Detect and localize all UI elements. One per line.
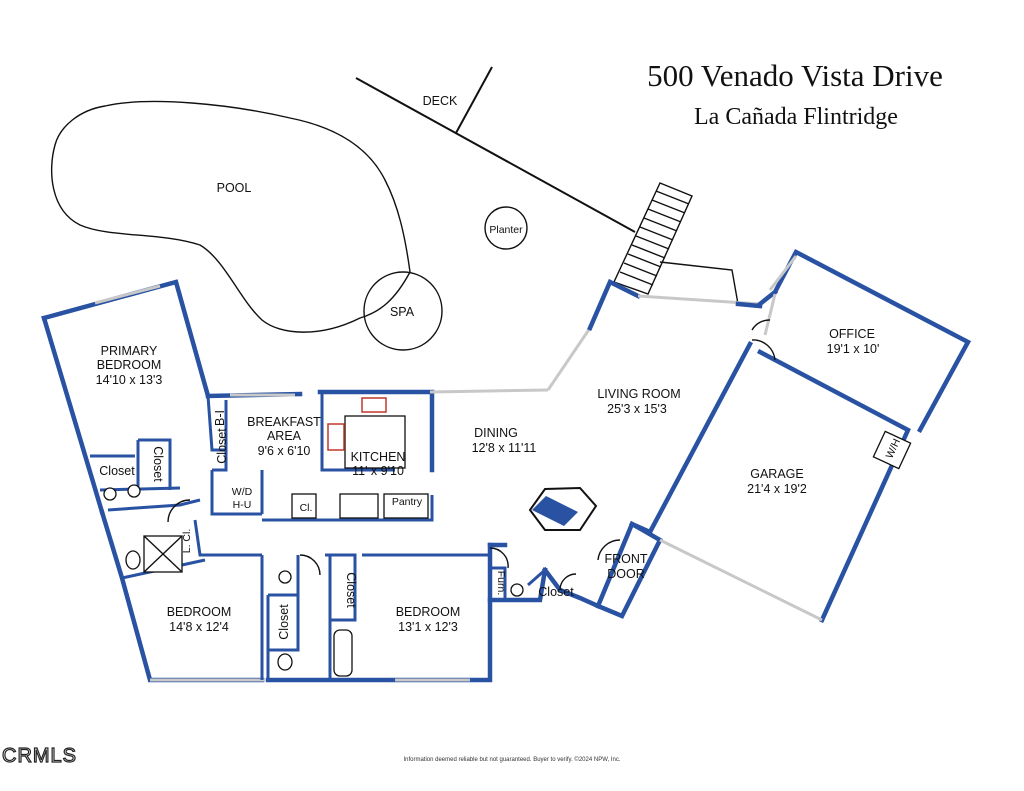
kitchen-name: KITCHEN — [351, 450, 406, 464]
bedroom-right-size: 13'1 x 12'3 — [398, 620, 458, 634]
closet-bedroom-right-label: Closet — [344, 572, 358, 608]
bi-label: B-I — [213, 410, 227, 426]
door-swings — [167, 319, 776, 591]
spa-outline — [363, 271, 443, 351]
deck-edge — [355, 77, 636, 233]
water-heater — [872, 430, 912, 470]
planter-label: Planter — [489, 224, 523, 236]
garage-name: GARAGE — [750, 467, 804, 481]
breakfast-area-name1: BREAKFAST — [247, 415, 321, 429]
disclaimer-text: Information deemed reliable but not guar… — [403, 756, 620, 763]
furn-label: Furn. — [495, 571, 507, 596]
bedroom-left-name: BEDROOM — [167, 605, 232, 619]
hu-label: H-U — [233, 499, 252, 511]
planter-outline — [484, 206, 528, 250]
pool-label: POOL — [217, 181, 252, 195]
front-door-name1: FRONT — [604, 552, 647, 566]
kitchen-fixtures — [291, 397, 429, 519]
dining-name: DINING — [474, 426, 518, 440]
spa-label: SPA — [390, 305, 415, 319]
office-name: OFFICE — [829, 327, 875, 341]
address-title: 500 Venado Vista Drive — [647, 58, 943, 93]
deck-stairs — [613, 182, 693, 295]
kitchen-size: 11' x 9'10 — [352, 464, 404, 478]
office-size: 19'1 x 10' — [827, 342, 880, 356]
closet-primary-2-label: Closet — [151, 446, 165, 482]
living-room-name: LIVING ROOM — [597, 387, 680, 401]
cl-label: Cl. — [300, 502, 313, 514]
pool-outline — [50, 100, 411, 333]
bedroom-left-size: 14'8 x 12'4 — [169, 620, 229, 634]
bedroom-right-name: BEDROOM — [396, 605, 461, 619]
primary-bedroom-name1: PRIMARY — [101, 344, 158, 358]
bathroom-fixtures — [103, 484, 524, 677]
crmls-logo: CRMLS — [2, 745, 77, 767]
closet-breakfast-label: Closet — [215, 428, 229, 464]
living-room-size: 25'3 x 15'3 — [607, 402, 667, 416]
pantry-label: Pantry — [392, 496, 423, 508]
primary-bedroom-size: 14'10 x 13'3 — [96, 373, 163, 387]
lcl-label: L. Cl. — [181, 529, 193, 554]
deck-divider — [455, 66, 493, 134]
deck-label: DECK — [423, 94, 458, 108]
closet-bedroom-left-label: Closet — [277, 604, 291, 640]
breakfast-area-size: 9'6 x 6'10 — [258, 444, 311, 458]
closet-hall-label: Closet — [538, 585, 574, 599]
primary-bedroom-name2: BEDROOM — [97, 358, 162, 372]
exterior-walls — [41, 248, 972, 683]
dining-size: 12'8 x 11'11 — [472, 441, 537, 455]
wd-label: W/D — [232, 486, 253, 498]
closet-primary-label: Closet — [99, 464, 135, 478]
fireplace — [528, 486, 598, 531]
interior-walls — [90, 394, 546, 680]
city-subtitle: La Cañada Flintridge — [694, 104, 898, 130]
front-door-name2: DOOR — [607, 567, 645, 581]
breakfast-area-name2: AREA — [267, 429, 302, 443]
garage-size: 21'4 x 19'2 — [747, 482, 807, 496]
landing-outline — [659, 261, 739, 305]
